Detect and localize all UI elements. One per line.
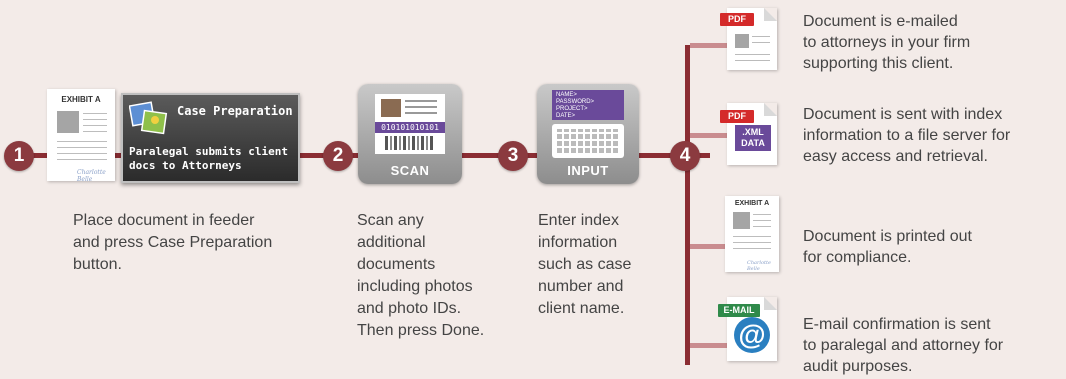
pdf-badge-2: PDF bbox=[720, 110, 754, 123]
branch-line-1 bbox=[690, 43, 735, 48]
output-1-text: Document is e-mailed to attorneys in you… bbox=[803, 13, 971, 72]
step-1-badge: 1 bbox=[4, 141, 34, 171]
input-device: NAME> PASSWORD> PROJECT> DATE> INPUT bbox=[537, 84, 639, 184]
pdf-badge-1: PDF bbox=[720, 13, 754, 26]
output-4-text: E-mail confirmation is sent to paralegal… bbox=[803, 316, 1004, 375]
case-icon bbox=[128, 100, 169, 136]
case-preparation-button[interactable]: Case Preparation Paralegal submits clien… bbox=[121, 93, 300, 183]
case-prep-title: Case Preparation bbox=[177, 104, 293, 118]
input-field-password: PASSWORD> bbox=[556, 99, 595, 105]
xml-data-badge: .XML DATA bbox=[735, 125, 771, 151]
flow-line-vertical bbox=[685, 45, 690, 365]
step-3-badge: 3 bbox=[498, 141, 528, 171]
output-2-text: Document is sent with index information … bbox=[803, 106, 1011, 165]
step-2-badge: 2 bbox=[323, 141, 353, 171]
input-field-name: NAME> bbox=[556, 92, 577, 98]
case-prep-subtitle: Paralegal submits client docs to Attorne… bbox=[129, 145, 288, 172]
photo-placeholder bbox=[57, 111, 79, 133]
input-label: INPUT bbox=[567, 163, 609, 178]
output-3-text: Document is printed out for compliance. bbox=[803, 228, 972, 266]
branch-line-3 bbox=[690, 244, 735, 249]
step-4-badge: 4 bbox=[670, 141, 700, 171]
at-sign-icon: @ bbox=[734, 317, 770, 353]
keyboard-icon bbox=[552, 124, 624, 158]
scan-binary: 010101010101 bbox=[375, 122, 445, 133]
branch-line-2 bbox=[690, 133, 730, 138]
scan-pattern bbox=[385, 136, 435, 150]
exhibit-document: EXHIBIT A Charlotte Belle bbox=[47, 89, 115, 183]
signature: Charlotte Belle bbox=[77, 169, 106, 183]
scan-label: SCAN bbox=[390, 163, 430, 178]
caption-step-3: Enter index information such as case num… bbox=[538, 212, 632, 317]
caption-step-1: Place document in feeder and press Case … bbox=[73, 212, 273, 273]
input-field-project: PROJECT> bbox=[556, 106, 588, 112]
exhibit-header: EXHIBIT A bbox=[61, 95, 101, 104]
caption-step-2: Scan any additional documents including … bbox=[357, 212, 485, 339]
branch-line-4 bbox=[690, 343, 735, 348]
scan-device: 010101010101 SCAN bbox=[358, 84, 462, 184]
email-badge: E-MAIL bbox=[718, 304, 760, 317]
input-field-date: DATE> bbox=[556, 113, 576, 119]
pdf-document-2: .XML DATA bbox=[727, 103, 777, 165]
printed-exhibit-document: EXHIBIT A Charlotte Belle bbox=[725, 196, 779, 272]
